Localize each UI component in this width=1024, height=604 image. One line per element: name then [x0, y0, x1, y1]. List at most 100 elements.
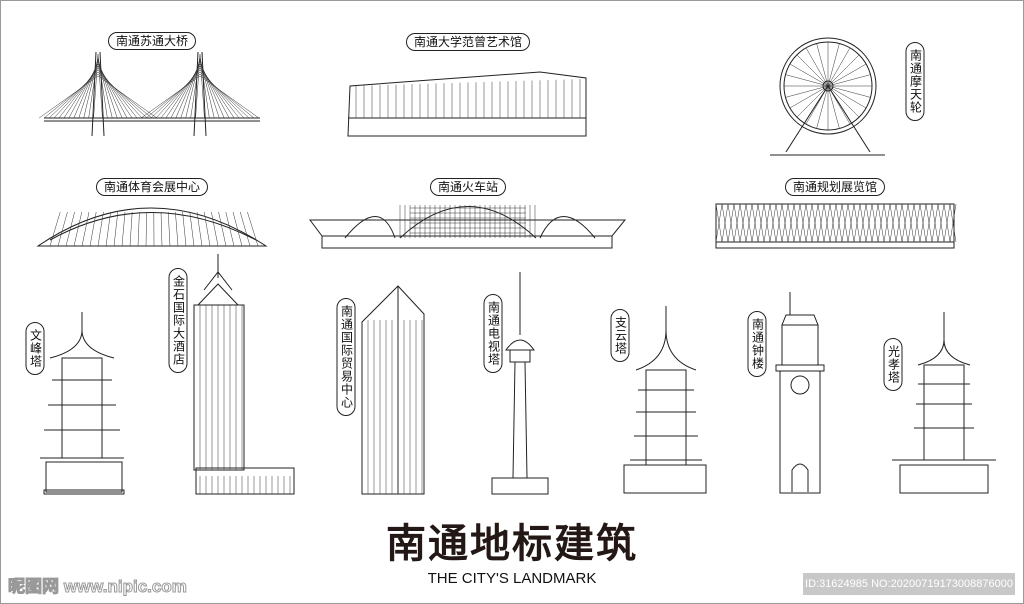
line-detail: [889, 203, 897, 243]
line-detail: [913, 203, 921, 243]
line-detail: [827, 63, 867, 87]
line-detail: [785, 85, 829, 98]
line-detail: [827, 43, 840, 87]
line-detail: [827, 47, 851, 87]
line-detail: [160, 67, 201, 119]
line-detail: [781, 203, 789, 243]
page-title: 南通地标建筑: [386, 521, 638, 567]
line-detail: [847, 203, 855, 243]
line-detail: [816, 85, 829, 129]
line-detail: [211, 211, 219, 247]
label-tv-tower: 南通电视塔: [483, 294, 503, 373]
sutong-bridge-drawing: [39, 51, 260, 137]
line-detail: [199, 73, 255, 119]
line-detail: [97, 71, 148, 119]
label-jinshi-hotel: 金石国际大酒店: [168, 268, 188, 373]
line-detail: [793, 203, 801, 243]
line-detail: [145, 211, 147, 247]
line-detail: [57, 211, 68, 247]
line-detail: [199, 71, 250, 119]
line-detail: [175, 211, 179, 247]
line-detail: [121, 211, 126, 247]
train-station-drawing: [309, 205, 627, 249]
line-detail: [715, 203, 723, 243]
line-detail: [853, 203, 861, 243]
zhiyun-pagoda-drawing: [623, 306, 707, 494]
line-detail: [796, 54, 829, 87]
line-detail: [739, 203, 747, 243]
ferris-wheel-drawing: [770, 37, 885, 156]
line-detail: [195, 53, 201, 119]
line-detail: [199, 67, 240, 119]
line-detail: [199, 75, 259, 119]
line-detail: [925, 203, 933, 243]
line-detail: [141, 75, 201, 119]
line-detail: [81, 211, 90, 247]
line-detail: [757, 203, 765, 243]
line-detail: [829, 203, 837, 243]
line-detail: [727, 203, 735, 243]
planning-hall-drawing: [715, 203, 957, 249]
line-detail: [145, 73, 201, 119]
line-detail: [39, 75, 99, 119]
line-detail: [218, 211, 227, 247]
guangxiao-pagoda-drawing: [892, 312, 996, 494]
line-detail: [73, 211, 83, 247]
line-detail: [943, 203, 951, 243]
line-detail: [877, 203, 885, 243]
line-detail: [167, 211, 171, 247]
line-detail: [796, 85, 829, 118]
line-detail: [811, 203, 819, 243]
label-wenfeng-pagoda: 文峰塔: [25, 322, 45, 375]
line-detail: [97, 75, 157, 119]
line-detail: [785, 74, 829, 87]
line-detail: [895, 203, 903, 243]
line-detail: [745, 203, 753, 243]
line-detail: [907, 203, 915, 243]
line-detail: [835, 203, 843, 243]
watermark: 昵图网 www.nipic.com: [8, 577, 188, 597]
line-detail: [789, 63, 829, 87]
label-trade-center: 南通国际贸易中心: [336, 298, 356, 416]
line-detail: [827, 85, 840, 129]
label-ferris-wheel: 南通摩天轮: [905, 42, 925, 121]
line-detail: [58, 67, 99, 119]
line-detail: [827, 85, 871, 98]
line-detail: [97, 65, 133, 119]
line-detail: [763, 203, 771, 243]
line-detail: [165, 65, 201, 119]
line-detail: [775, 203, 783, 243]
art-museum-drawing: [347, 71, 587, 137]
label-clock-tower: 南通钟楼: [747, 311, 767, 377]
line-detail: [816, 43, 829, 87]
line-detail: [129, 211, 133, 247]
line-detail: [805, 47, 829, 87]
line-detail: [805, 203, 813, 243]
line-detail: [199, 53, 205, 119]
line-detail: [865, 203, 873, 243]
line-detail: [97, 73, 153, 119]
line-detail: [232, 211, 243, 247]
line-detail: [113, 211, 119, 247]
line-detail: [49, 211, 61, 247]
line-detail: [48, 71, 99, 119]
line-detail: [247, 211, 259, 247]
line-detail: [93, 53, 99, 119]
page-subtitle: THE CITY'S LANDMARK: [427, 570, 597, 587]
line-detail: [65, 211, 75, 247]
label-sports-center: 南通体育会展中心: [95, 178, 209, 196]
line-detail: [203, 211, 211, 247]
label-zhiyun-pagoda: 支云塔: [610, 309, 630, 362]
line-detail: [196, 211, 203, 247]
line-detail: [919, 203, 927, 243]
line-detail: [823, 203, 831, 243]
line-detail: [817, 203, 825, 243]
line-detail: [160, 211, 163, 247]
line-detail: [189, 211, 195, 247]
line-detail: [199, 69, 245, 119]
line-detail: [105, 211, 111, 247]
line-detail: [841, 203, 849, 243]
line-detail: [901, 203, 909, 243]
line-detail: [769, 203, 777, 243]
